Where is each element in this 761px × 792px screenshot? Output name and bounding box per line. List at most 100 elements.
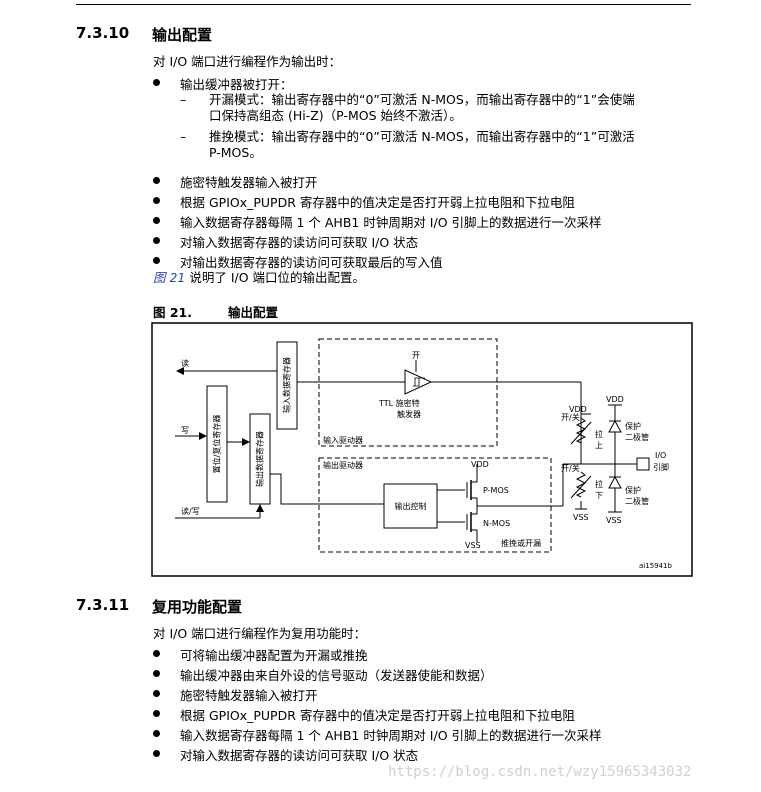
list-item-text: 对输入数据寄存器的读访问可获取 I/O 状态 — [180, 748, 419, 763]
section-title: 复用功能配置 — [152, 598, 243, 616]
sub-item-line: 推挽模式：输出寄存器中的“0”可激活 N-MOS，而输出寄存器中的“1”可激活 — [209, 129, 635, 144]
pull-down-switch — [570, 475, 592, 499]
list-item-text: 输入数据寄存器每隔 1 个 AHB1 时钟周期对 I/O 引脚上的数据进行一次采… — [180, 215, 602, 230]
output-data-to-control-line — [270, 473, 384, 505]
pmos-drain — [471, 497, 478, 506]
diode-vdd-label: VDD — [606, 395, 624, 404]
bullet-icon — [153, 197, 160, 204]
pull-down-label-2: 下 — [595, 491, 603, 500]
section-number: 7.3.10 — [76, 24, 130, 42]
on-off-label: 开/关 — [561, 463, 580, 473]
read-write-label: 读/写 — [181, 506, 200, 516]
watermark: https://blog.csdn.net/wzy15965343032 — [388, 764, 692, 780]
bullet-icon — [153, 79, 160, 86]
dash-list: – 开漏模式：输出寄存器中的“0”可激活 N-MOS，而输出寄存器中的“1”会使… — [180, 92, 635, 166]
sub-item-line: P-MOS。 — [209, 145, 262, 160]
bit-set-reset-register-label: 置位/复位寄存器 — [212, 415, 222, 474]
write-label: 写 — [181, 426, 189, 435]
list-item-text: 根据 GPIOx_PUPDR 寄存器中的值决定是否打开弱上拉电阻和下拉电阻 — [180, 195, 575, 210]
list-item-text: 根据 GPIOx_PUPDR 寄存器中的值决定是否打开弱上拉电阻和下拉电阻 — [180, 708, 575, 723]
bit-set-reset-register-box — [206, 385, 228, 503]
list-item-text: 输入数据寄存器每隔 1 个 AHB1 时钟周期对 I/O 引脚上的数据进行一次采… — [180, 728, 602, 743]
nmos-label: N-MOS — [483, 519, 510, 528]
ttl-schmitt-label-1: TTL 施密特 — [378, 398, 420, 408]
list-item-text: 对输出数据寄存器的读访问可获取最后的写入值 — [180, 255, 443, 270]
dash-icon: – — [180, 129, 187, 144]
read-label: 读 — [181, 358, 189, 368]
list-item-text: 输出缓冲器由来自外设的信号驱动（发送器使能和数据） — [180, 668, 493, 683]
hysteresis-icon — [413, 377, 425, 387]
bullet-icon — [153, 750, 160, 757]
bullet-icon — [153, 650, 160, 657]
input-driver-label: 输入驱动器 — [323, 435, 363, 445]
pmos-vdd-label: VDD — [471, 460, 489, 469]
output-configuration-diagram: 输入驱动器 输出驱动器 输入数据寄存器 置位/复位寄存器 输出数据寄存器 读 写… — [151, 322, 693, 577]
output-control-label: 输出控制 — [395, 501, 427, 511]
vss-label: VSS — [573, 513, 589, 522]
figure-label: 图 21. — [153, 305, 192, 320]
pmos-source — [471, 464, 478, 483]
list-item: 对输入数据寄存器的读访问可获取 I/O 状态 — [153, 232, 602, 252]
bullet-icon — [153, 690, 160, 697]
list-item: 输入数据寄存器每隔 1 个 AHB1 时钟周期对 I/O 引脚上的数据进行一次采… — [153, 725, 602, 745]
sub-item-line: 开漏模式：输出寄存器中的“0”可激活 N-MOS，而输出寄存器中的“1”会使端 — [209, 92, 635, 107]
output-driver-label: 输出驱动器 — [323, 460, 363, 470]
protection-diode-label-1: 保护 — [625, 421, 641, 431]
list-item: 施密特触发器输入被打开 — [153, 685, 602, 705]
bullet-icon — [153, 177, 160, 184]
list-item: 可将输出缓冲器配置为开漏或推挽 — [153, 645, 602, 665]
protection-diode-icon — [608, 419, 622, 433]
on-label: 开 — [412, 351, 420, 360]
list-item: 输出缓冲器被打开： — [153, 74, 602, 94]
ttl-schmitt-label-2: 触发器 — [397, 409, 421, 419]
vdd-label: VDD — [569, 405, 587, 414]
sub-item-line: 口保持高组态 (Hi-Z)（P-MOS 始终不激活）。 — [209, 108, 462, 123]
nmos-source — [471, 529, 478, 542]
list-item: 根据 GPIOx_PUPDR 寄存器中的值决定是否打开弱上拉电阻和下拉电阻 — [153, 705, 602, 725]
output-control-box — [383, 483, 438, 529]
list-item-text: 可将输出缓冲器配置为开漏或推挽 — [180, 648, 368, 663]
list-item-text: 施密特触发器输入被打开 — [180, 175, 318, 190]
on-off-label: 开/关 — [561, 412, 580, 422]
list-item: 输入数据寄存器每隔 1 个 AHB1 时钟周期对 I/O 引脚上的数据进行一次采… — [153, 212, 602, 232]
figure-link[interactable]: 图 21 — [153, 270, 186, 285]
pull-up-switch — [570, 421, 592, 445]
pull-down-resistor-icon — [575, 471, 587, 498]
list-item-text: 输出缓冲器被打开： — [180, 77, 293, 92]
bullet-list: 输出缓冲器被打开： – 开漏模式：输出寄存器中的“0”可激活 N-MOS，而输出… — [153, 74, 635, 272]
diagram-frame — [151, 322, 693, 577]
dash-icon: – — [180, 92, 187, 107]
list-item-text: 施密特触发器输入被打开 — [180, 688, 318, 703]
pull-up-resistor-icon — [575, 417, 587, 444]
protection-diode-icon — [608, 475, 622, 489]
bullet-icon — [153, 257, 160, 264]
input-data-register-label: 输入数据寄存器 — [282, 357, 292, 413]
section-number: 7.3.11 — [76, 596, 130, 614]
protection-diode-label-1: 保护 — [625, 485, 641, 495]
protection-diode-label-2: 二极管 — [625, 496, 649, 506]
list-item: 对输入数据寄存器的读访问可获取 I/O 状态 — [153, 745, 602, 765]
bullet-list: 可将输出缓冲器配置为开漏或推挽 输出缓冲器由来自外设的信号驱动（发送器使能和数据… — [153, 645, 602, 765]
bullet-icon — [153, 730, 160, 737]
bullet-icon — [153, 237, 160, 244]
pull-down-label-1: 拉 — [595, 479, 603, 489]
figure-id-label: ai15941b — [639, 562, 673, 570]
nmos-drain — [471, 506, 478, 515]
figure-reference-paragraph: 图 21 说明了 I/O 端口位的输出配置。 — [153, 270, 365, 286]
input-driver-box — [318, 338, 498, 447]
pmos-label: P-MOS — [483, 486, 509, 495]
nmos-vss-label: VSS — [465, 541, 481, 550]
bullet-icon — [153, 217, 160, 224]
section-intro: 对 I/O 端口进行编程作为输出时： — [153, 54, 342, 69]
list-item: 对输出数据寄存器的读访问可获取最后的写入值 — [153, 252, 602, 272]
list-item: 输出缓冲器由来自外设的信号驱动（发送器使能和数据） — [153, 665, 602, 685]
list-item: 施密特触发器输入被打开 — [153, 172, 602, 192]
protection-diode-label-2: 二极管 — [625, 432, 649, 442]
list-item-sublist: – 开漏模式：输出寄存器中的“0”可激活 N-MOS，而输出寄存器中的“1”会使… — [153, 92, 635, 172]
list-item-text: 对输入数据寄存器的读访问可获取 I/O 状态 — [180, 235, 419, 250]
input-data-register-box — [276, 341, 298, 430]
section-title: 输出配置 — [152, 26, 213, 44]
output-driver-box — [318, 457, 552, 553]
figure-title: 输出配置 — [228, 305, 279, 320]
sub-list-item: – 开漏模式：输出寄存器中的“0”可激活 N-MOS，而输出寄存器中的“1”会使… — [180, 92, 635, 129]
